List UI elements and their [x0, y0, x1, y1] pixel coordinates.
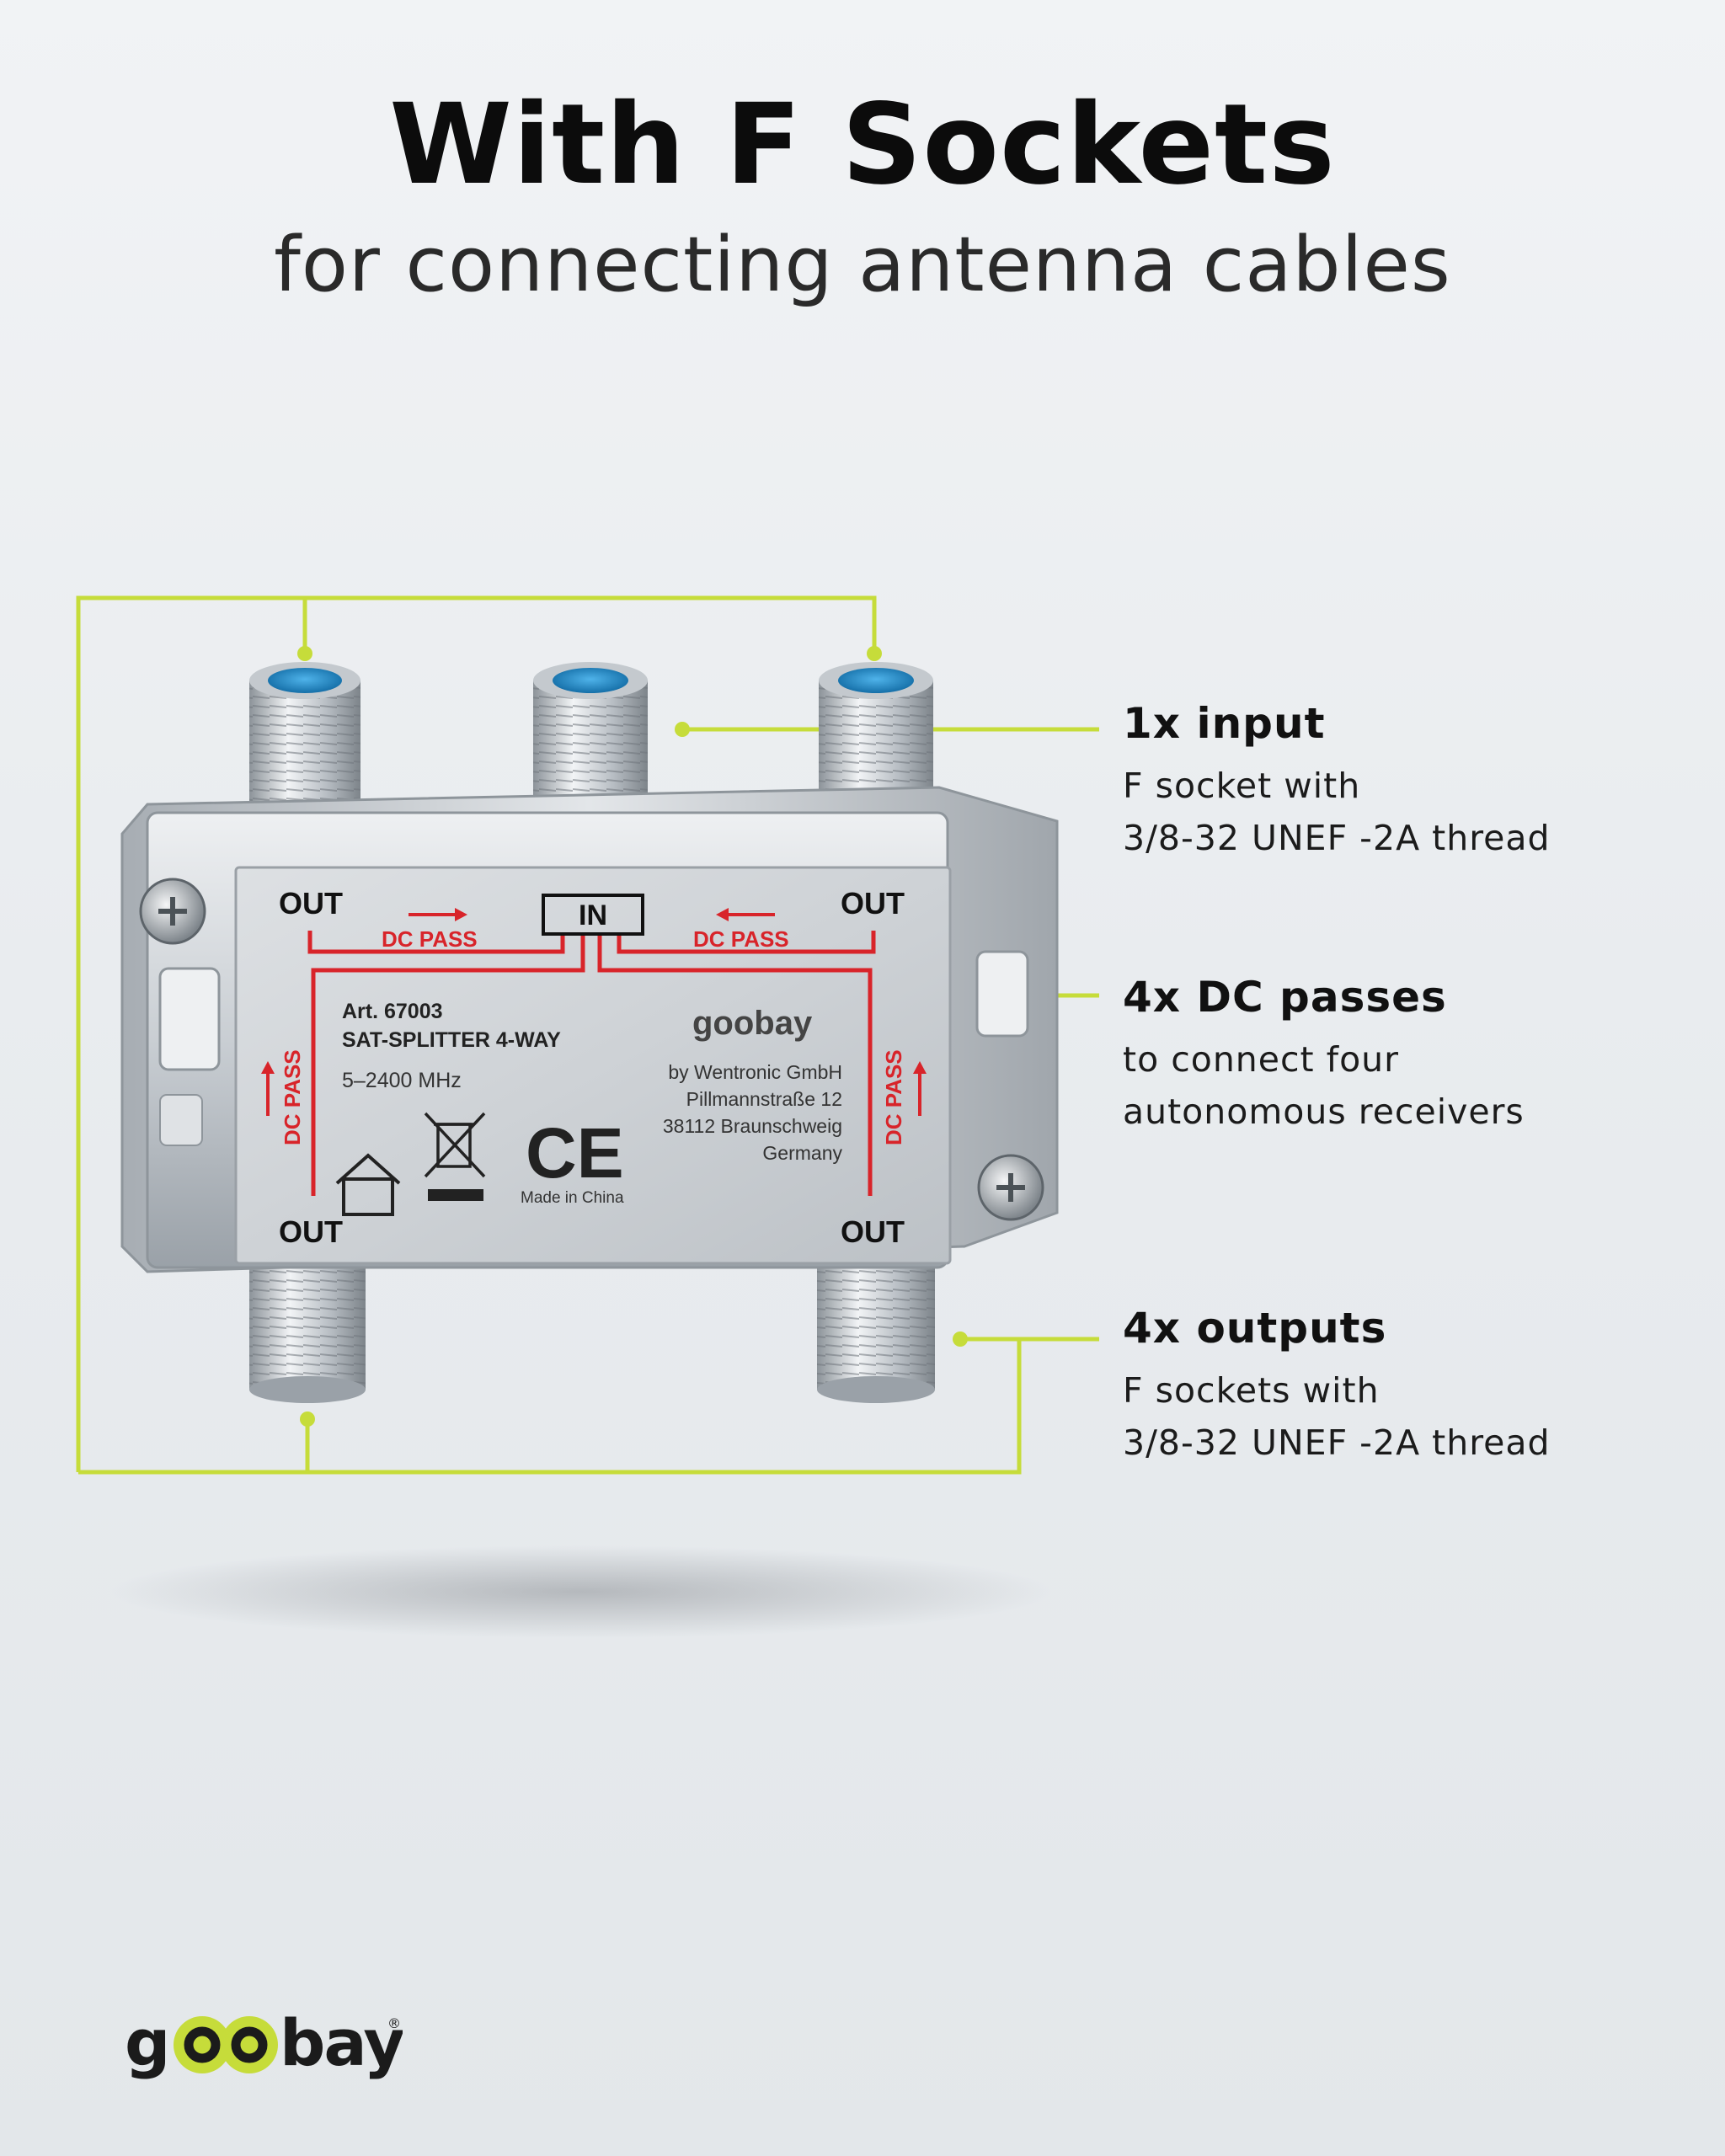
label-dc-pass-top-right: DC PASS — [693, 926, 789, 952]
weee-bin-icon — [424, 1112, 486, 1178]
callout-dc-passes-title: 4x DC passes — [1123, 973, 1447, 1022]
in-box — [542, 894, 644, 936]
label-dc-pass-right: DC PASS — [881, 1049, 906, 1145]
screw-left — [139, 878, 206, 945]
goobay-logo: g bay ® — [125, 2005, 403, 2080]
svg-text:g: g — [125, 2005, 168, 2080]
label-brand: goobay — [692, 1005, 813, 1042]
label-texts: OUT OUT OUT OUT IN DC PASS DC PASS DC PA… — [279, 886, 906, 1249]
callout-dc-passes-desc: to connect four autonomous receivers — [1123, 1033, 1712, 1138]
label-art: Art. 67003 — [342, 1000, 443, 1023]
callout-input-line-2: 3/8-32 UNEF -2A thread — [1123, 818, 1551, 858]
screw-right — [977, 1154, 1044, 1221]
socket-bottom-right — [817, 1255, 935, 1403]
callout-input-title: 1x input — [1123, 699, 1326, 748]
page-subheadline: for connecting antenna cables — [274, 221, 1451, 309]
dc-pass-lines — [307, 931, 876, 1196]
callout-input-desc: F socket with 3/8-32 UNEF -2A thread — [1123, 760, 1712, 864]
callout-outputs: 4x outputs F sockets with 3/8-32 UNEF -2… — [1123, 1304, 1712, 1469]
label-maker-1: by Wentronic GmbH — [668, 1061, 842, 1083]
label-ce: CE — [526, 1113, 624, 1193]
callout-outputs-title: 4x outputs — [1123, 1304, 1387, 1353]
label-maker-3: 38112 Braunschweig — [663, 1115, 842, 1137]
product-shadow — [109, 1545, 1053, 1638]
label-maker-4: Germany — [762, 1142, 842, 1164]
svg-text:®: ® — [387, 2015, 401, 2031]
label-model: SAT-SPLITTER 4-WAY — [342, 1028, 561, 1052]
label-freq: 5–2400 MHz — [342, 1069, 462, 1092]
dc-pass-arrows — [261, 908, 927, 1116]
callout-dc-passes: 4x DC passes to connect four autonomous … — [1123, 973, 1712, 1138]
weee-bar-icon — [428, 1189, 483, 1201]
label-out-top-right: OUT — [841, 886, 905, 921]
callout-input-line-1: F socket with — [1123, 766, 1361, 806]
label-in: IN — [579, 899, 607, 931]
label-made-in: Made in China — [521, 1189, 624, 1207]
label-dc-pass-left: DC PASS — [280, 1049, 305, 1145]
page-headline: With F Sockets — [389, 80, 1336, 210]
callout-outputs-line-2: 3/8-32 UNEF -2A thread — [1123, 1422, 1551, 1463]
label-plate — [234, 866, 952, 1265]
label-out-bottom-left: OUT — [279, 1214, 343, 1249]
callout-input: 1x input F socket with 3/8-32 UNEF -2A t… — [1123, 699, 1712, 864]
svg-text:bay: bay — [280, 2005, 403, 2080]
callout-dc-passes-line-2: autonomous receivers — [1123, 1091, 1525, 1132]
label-maker-2: Pillmannstraße 12 — [686, 1088, 842, 1110]
socket-bottom-left — [249, 1255, 366, 1403]
callout-dc-passes-line-1: to connect four — [1123, 1039, 1400, 1080]
callout-outputs-line-1: F sockets with — [1123, 1370, 1380, 1411]
callout-outputs-desc: F sockets with 3/8-32 UNEF -2A thread — [1123, 1364, 1712, 1469]
label-dc-pass-top-left: DC PASS — [382, 926, 478, 952]
label-out-top-left: OUT — [279, 886, 343, 921]
label-out-bottom-right: OUT — [841, 1214, 905, 1249]
house-icon — [335, 1153, 401, 1216]
